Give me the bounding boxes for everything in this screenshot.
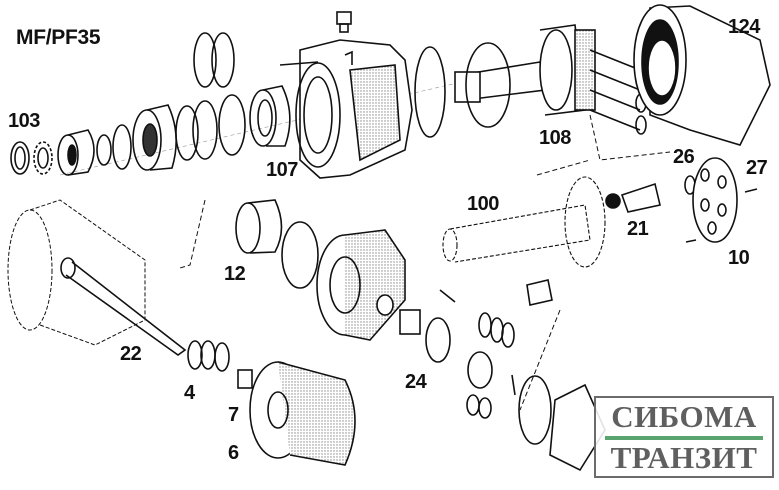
part-107-bearing [249,85,291,147]
part-108-shaft [454,24,596,128]
watermark-divider [605,436,763,440]
part-oring-small [96,134,112,166]
leader-line-12 [179,199,206,269]
callout-107: 107 [266,159,298,181]
callout-26: 26 [673,146,695,168]
callout-21: 21 [627,218,649,240]
part-cover-oring [518,375,552,445]
part-ring-1 [175,105,199,161]
callout-108: 108 [539,127,571,149]
part-plug [336,11,352,33]
callout-10: 10 [728,247,750,269]
callout-24: 24 [405,371,427,393]
part-bearing-housing [132,104,177,171]
part-pin [685,239,697,243]
leader-line-100 [536,159,591,176]
part-21-piston [620,182,661,213]
part-103-locknut [10,141,30,175]
part-ring-2 [192,100,218,160]
part-4-balls [200,340,216,370]
part-4-race-1 [187,340,203,370]
callout-124: 124 [728,16,760,38]
diagram-title: MF/PF35 [16,26,101,49]
callout-100: 100 [467,193,499,215]
callout-22: 22 [120,343,142,365]
part-end-cover [549,383,606,472]
callout-103: 103 [8,110,40,132]
part-21-ball [605,193,621,209]
part-housing-oring [414,46,446,138]
part-6-cylinder [249,361,356,466]
part-main-housing [295,39,413,179]
part-ghost-housing [7,199,146,346]
watermark-line-2: ТРАНЗИТ [610,440,758,475]
part-124-housing [633,4,771,146]
callout-27: 27 [746,157,768,179]
callout-12: 12 [224,263,246,285]
leader-line-24 [519,309,561,411]
part-oring-12 [281,221,319,289]
callout-6: 6 [228,442,239,464]
part-collar [57,129,95,176]
part-circlip [112,124,132,170]
part-4-race-2 [214,342,230,372]
watermark-line-1: СИБОМА [611,399,757,434]
part-7-bush [237,369,253,389]
part-27-screw [744,188,758,193]
part-circlip-top-1 [193,32,217,88]
part-port-block [316,229,406,341]
part-100-shaft-ghost [442,176,606,268]
part-22-rod [60,257,187,356]
part-10-plate [692,157,738,243]
leader-line-108 [589,114,671,161]
part-lock-washer [33,141,53,175]
part-ring-3 [218,94,246,156]
part-12-valve-plate [235,199,283,254]
part-circlip-top-2 [211,32,235,88]
part-stud [279,61,319,66]
watermark-logo: СИБОМА ТРАНЗИТ [594,396,774,478]
callout-7: 7 [228,404,239,426]
part-24-valve [399,279,553,419]
callout-4: 4 [184,382,195,404]
